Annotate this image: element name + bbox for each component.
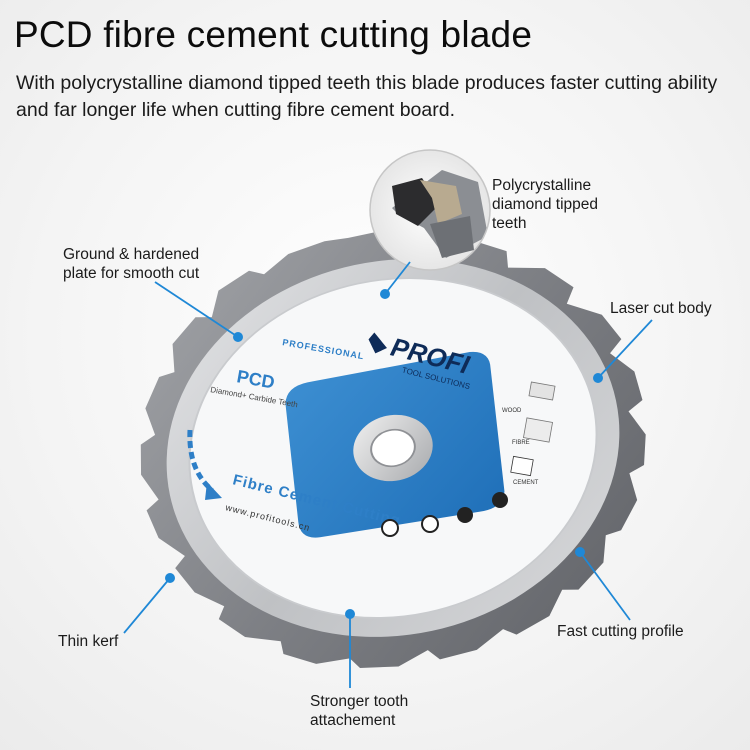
- leader-fast-profile: [579, 551, 631, 621]
- material-fibre-label: FIBRE: [512, 440, 530, 446]
- safety-mask-icon: [421, 515, 439, 533]
- material-wood-label: WOOD: [502, 408, 522, 414]
- brand-mark-icon: [368, 332, 387, 354]
- callout-fast-profile: Fast cutting profile: [557, 623, 684, 640]
- marker-tooth-attachment: [345, 609, 355, 619]
- callout-ground-plate: Ground & hardened plate for smooth cut: [63, 246, 200, 282]
- callout-pcd-teeth: Polycrystalline diamond tipped teeth: [492, 177, 598, 232]
- safety-ear-icon: [381, 519, 399, 537]
- marker-fast-profile: [575, 547, 585, 557]
- callout-laser-body: Laser cut body: [610, 300, 712, 317]
- product-description: With polycrystalline diamond tipped teet…: [16, 72, 718, 121]
- safety-glove-icon: [457, 507, 473, 523]
- material-cement-label: CEMENT: [513, 480, 539, 486]
- leader-laser-body: [597, 319, 653, 379]
- saw-blade: [140, 229, 646, 668]
- marker-laser-body: [593, 373, 603, 383]
- marker-pcd-teeth: [380, 289, 390, 299]
- rotation-arrowhead-icon: [205, 482, 222, 500]
- leader-thin-kerf: [123, 577, 171, 634]
- safety-goggles-icon: [492, 492, 508, 508]
- safety-icons: [381, 492, 508, 537]
- callout-leaders: [123, 261, 653, 688]
- material-icons: WOOD FIBRE CEMENT: [502, 381, 556, 486]
- marker-thin-kerf: [165, 573, 175, 583]
- leader-ground-plate: [154, 281, 239, 338]
- callout-thin-kerf: Thin kerf: [58, 633, 119, 650]
- callout-tooth-attachment: Stronger tooth attachement: [310, 693, 409, 729]
- leader-pcd-teeth: [384, 261, 411, 295]
- marker-ground-plate: [233, 332, 243, 342]
- arbor-hole: [370, 428, 416, 468]
- pcd-tooth-zoom-inset: [369, 149, 491, 271]
- page-title: PCD fibre cement cutting blade: [14, 14, 533, 55]
